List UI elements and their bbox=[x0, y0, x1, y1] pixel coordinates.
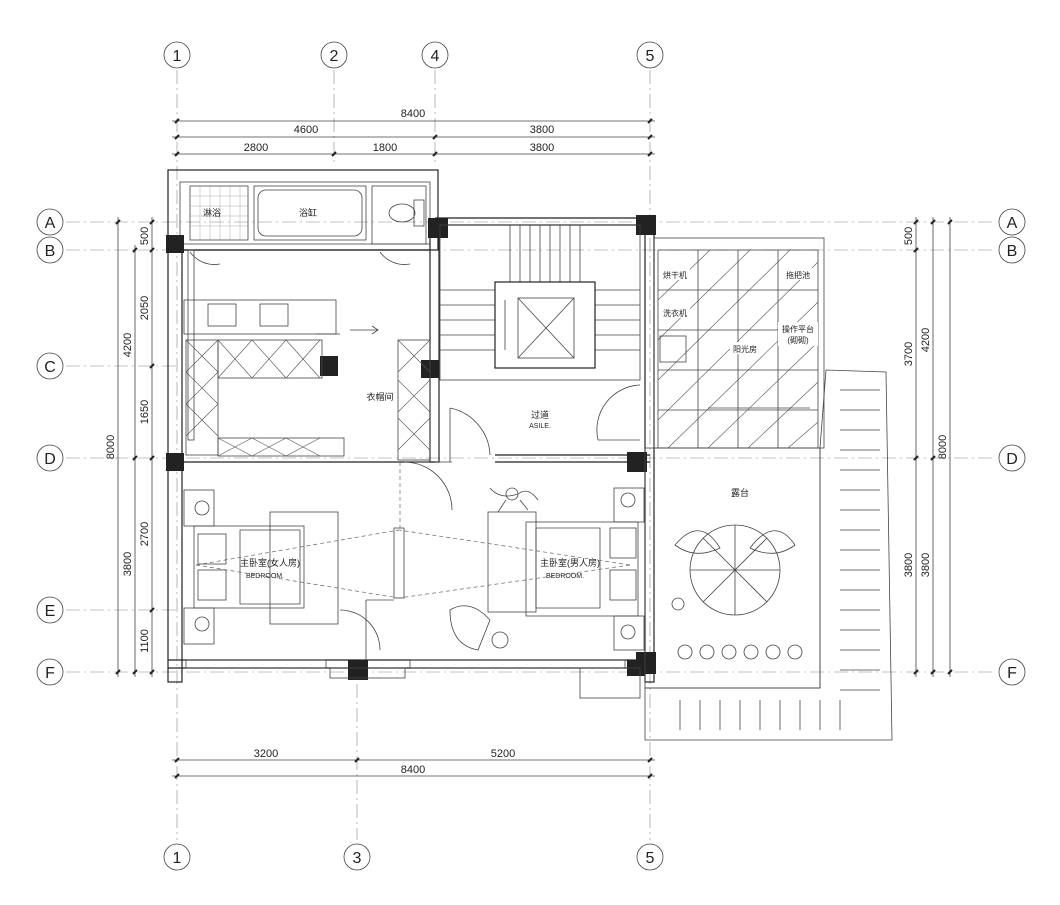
axis-bubble-1-bottom: 1 bbox=[163, 843, 191, 871]
svg-text:A: A bbox=[1007, 215, 1018, 232]
svg-text:A: A bbox=[45, 215, 56, 232]
dim-top-2800: 2800 bbox=[244, 142, 268, 154]
bedroom-male: 主卧室(男人房) BEDROOM. bbox=[449, 487, 645, 651]
label-work-counter: 操作平台 bbox=[782, 324, 814, 334]
sunroom: 烘干机 洗衣机 拖把池 操作平台 (砌砌) 阳光房 bbox=[653, 237, 825, 449]
terrace: 露台 bbox=[644, 369, 893, 741]
structural-columns bbox=[166, 215, 656, 680]
label-shower: 淋浴 bbox=[203, 207, 221, 218]
label-terrace: 露台 bbox=[731, 487, 749, 498]
dim-right-500: 500 bbox=[903, 227, 915, 245]
svg-text:5: 5 bbox=[646, 48, 655, 65]
axis-bubble-D-right: D bbox=[998, 444, 1026, 472]
dimensions-bottom: 3200 5200 8400 bbox=[172, 748, 655, 779]
dim-left-2700: 2700 bbox=[139, 522, 151, 546]
dim-left-8000: 8000 bbox=[105, 435, 117, 459]
axis-bubble-2-top: 2 bbox=[320, 41, 348, 69]
svg-text:3: 3 bbox=[353, 850, 362, 867]
windows bbox=[185, 249, 641, 699]
dim-right-3700: 3700 bbox=[903, 342, 915, 366]
dimensions-top: 8400 4600 3800 2800 1800 3800 bbox=[172, 108, 655, 157]
dim-left-2050: 2050 bbox=[139, 296, 151, 320]
dim-top-3800b: 3800 bbox=[530, 142, 554, 154]
closet: 衣帽间 bbox=[183, 299, 431, 461]
axis-bubble-E-left: E bbox=[36, 596, 64, 624]
dim-bottom-total: 8400 bbox=[401, 764, 425, 776]
doors bbox=[339, 461, 453, 660]
axis-bubble-4-top: 4 bbox=[421, 41, 449, 69]
label-corridor: 过道 bbox=[531, 409, 549, 420]
walls bbox=[167, 169, 655, 683]
dim-top-4600: 4600 bbox=[294, 124, 318, 136]
label-bedroom-male: 主卧室(男人房) bbox=[540, 557, 600, 568]
label-washer: 洗衣机 bbox=[663, 308, 687, 318]
bathroom: 淋浴 浴缸 bbox=[189, 185, 427, 265]
label-dryer: 烘干机 bbox=[663, 270, 687, 280]
dimensions-left: 500 2050 1650 2700 1100 4200 3800 8000 bbox=[105, 217, 155, 677]
axis-bubble-5-top: 5 bbox=[636, 41, 664, 69]
dim-bottom-3200: 3200 bbox=[254, 748, 278, 760]
svg-text:D: D bbox=[44, 451, 56, 468]
label-corridor-en: ASILE. bbox=[529, 423, 551, 430]
dim-left-1100: 1100 bbox=[139, 629, 151, 653]
label-bedroom-male-en: BEDROOM. bbox=[546, 573, 584, 580]
label-bathtub: 浴缸 bbox=[299, 207, 317, 218]
dim-left-4200: 4200 bbox=[122, 333, 134, 357]
svg-text:F: F bbox=[45, 665, 55, 682]
dimensions-right: 500 3700 4200 3800 3800 8000 bbox=[903, 217, 953, 677]
dim-bottom-5200: 5200 bbox=[491, 748, 515, 760]
svg-text:E: E bbox=[45, 603, 56, 620]
axis-bubble-F-left: F bbox=[36, 658, 64, 686]
svg-text:B: B bbox=[45, 243, 56, 260]
dim-left-500: 500 bbox=[139, 227, 151, 245]
axis-bubble-C-left: C bbox=[36, 352, 64, 380]
stair-and-lift: 过道 ASILE. bbox=[439, 224, 641, 462]
svg-text:D: D bbox=[1006, 451, 1018, 468]
dim-top-3800a: 3800 bbox=[530, 124, 554, 136]
label-bedroom-female: 主卧室(女人房) bbox=[240, 557, 300, 568]
label-mop-sink: 拖把池 bbox=[786, 270, 810, 280]
axis-bubble-B-left: B bbox=[36, 236, 64, 264]
dim-top-total: 8400 bbox=[401, 108, 425, 120]
axis-bubble-D-left: D bbox=[36, 444, 64, 472]
dim-top-1800: 1800 bbox=[373, 142, 397, 154]
sightlines bbox=[195, 462, 631, 599]
axis-bubble-3-bottom: 3 bbox=[343, 843, 371, 871]
svg-text:C: C bbox=[44, 359, 56, 376]
axis-bubble-F-right: F bbox=[998, 658, 1026, 686]
svg-text:4: 4 bbox=[431, 48, 440, 65]
label-work-counter-sub: (砌砌) bbox=[787, 336, 809, 345]
axis-bubble-A-right: A bbox=[998, 208, 1026, 236]
bedroom-female: 主卧室(女人房) BEDROOM. bbox=[183, 489, 339, 645]
axis-bubble-A-left: A bbox=[36, 208, 64, 236]
person-figure bbox=[489, 487, 539, 513]
dim-right-3800a: 3800 bbox=[903, 553, 915, 577]
dim-right-8000: 8000 bbox=[937, 435, 949, 459]
label-bedroom-female-en: BEDROOM. bbox=[246, 573, 284, 580]
label-sunroom: 阳光房 bbox=[733, 344, 757, 354]
axis-bubble-B-right: B bbox=[998, 236, 1026, 264]
svg-text:2: 2 bbox=[330, 48, 339, 65]
dim-left-1650: 1650 bbox=[139, 400, 151, 424]
svg-text:5: 5 bbox=[646, 850, 655, 867]
svg-text:B: B bbox=[1007, 243, 1018, 260]
svg-text:1: 1 bbox=[173, 48, 182, 65]
label-closet: 衣帽间 bbox=[366, 391, 393, 402]
dim-left-3800: 3800 bbox=[122, 552, 134, 576]
svg-text:1: 1 bbox=[173, 850, 182, 867]
dim-right-3800b: 3800 bbox=[920, 553, 932, 577]
svg-text:F: F bbox=[1007, 665, 1017, 682]
axis-bubble-1-top: 1 bbox=[163, 41, 191, 69]
dim-right-4200: 4200 bbox=[920, 328, 932, 352]
axis-bubble-5-bottom: 5 bbox=[636, 843, 664, 871]
